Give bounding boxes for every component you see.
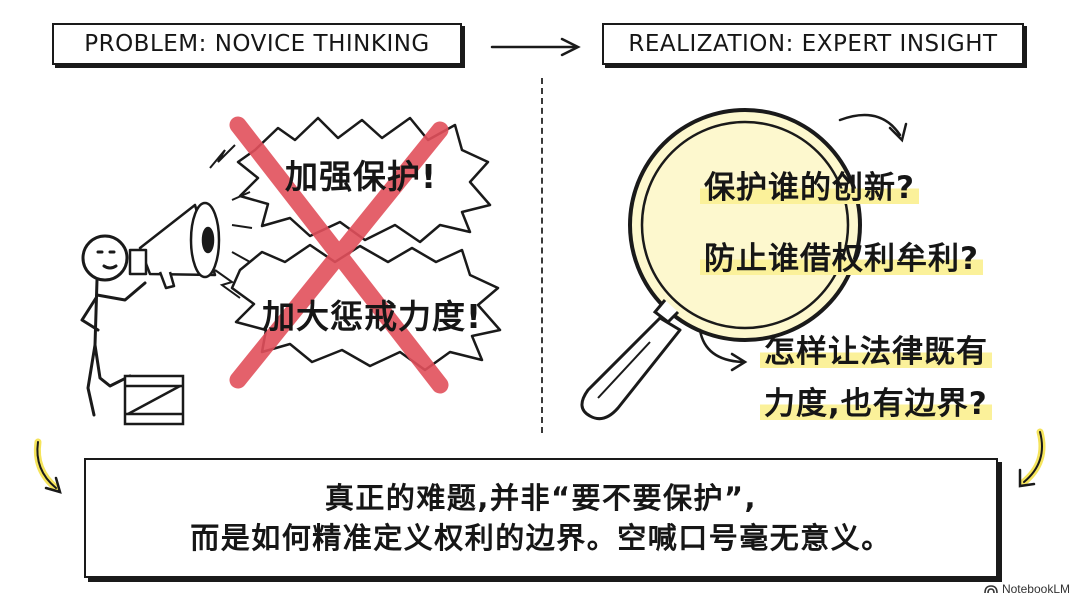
question-law-strength-line1: 怎样让法律既有 xyxy=(760,326,992,371)
watermark-text: NotebookLM xyxy=(1001,582,1070,596)
notebooklm-watermark: NotebookLM xyxy=(984,582,1070,596)
conclusion-arrow-right-icon xyxy=(1018,428,1046,488)
curved-arrow-icon xyxy=(698,113,908,372)
conclusion-arrow-left-icon xyxy=(33,438,62,494)
crate-icon xyxy=(123,374,185,426)
conclusion-line-1: 真正的难题,并非“要不要保护”, xyxy=(324,481,758,515)
shout-text-increase-punishment: 加大惩戒力度! xyxy=(262,297,483,336)
question-whose-innovation: 保护谁的创新? xyxy=(700,162,919,207)
panel-divider xyxy=(541,78,543,433)
shout-text-strengthen-protection: 加强保护! xyxy=(285,157,438,196)
magnifying-glass-icon xyxy=(580,108,862,421)
header-problem-label: PROBLEM: NOVICE THINKING xyxy=(52,23,462,65)
question-law-strength-line2: 力度,也有边界? xyxy=(760,378,992,423)
cross-out-icon xyxy=(229,116,449,394)
question-who-profits: 防止谁借权利牟利? xyxy=(700,233,983,278)
megaphone-icon xyxy=(128,201,221,290)
header-realization-label: REALIZATION: EXPERT INSIGHT xyxy=(602,23,1024,65)
conclusion-line-2: 而是如何精准定义权利的边界。空喊口号毫无意义。 xyxy=(190,521,892,555)
header-arrow-icon xyxy=(490,37,581,57)
stick-figure-icon xyxy=(80,234,147,417)
notebooklm-logo-icon xyxy=(984,585,998,594)
conclusion-box: 真正的难题,并非“要不要保护”, 而是如何精准定义权利的边界。空喊口号毫无意义。 xyxy=(84,458,998,578)
shout-lines-icon xyxy=(209,144,253,299)
